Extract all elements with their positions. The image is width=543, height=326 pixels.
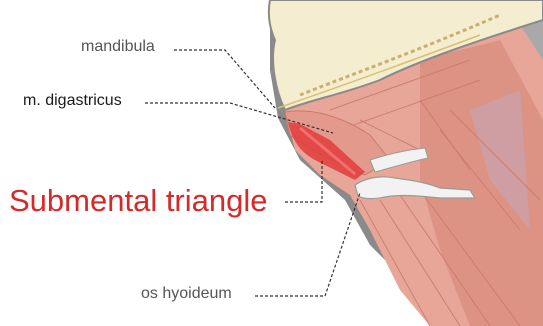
- digastricus-label: m. digastricus: [23, 93, 122, 109]
- mandibula-label: mandibula: [81, 39, 155, 55]
- os-hyoideum-label: os hyoideum: [141, 286, 232, 302]
- submental-triangle-label: Submental triangle: [9, 185, 268, 216]
- leader-hyoid: [255, 193, 360, 296]
- leader-mandibula: [174, 50, 275, 108]
